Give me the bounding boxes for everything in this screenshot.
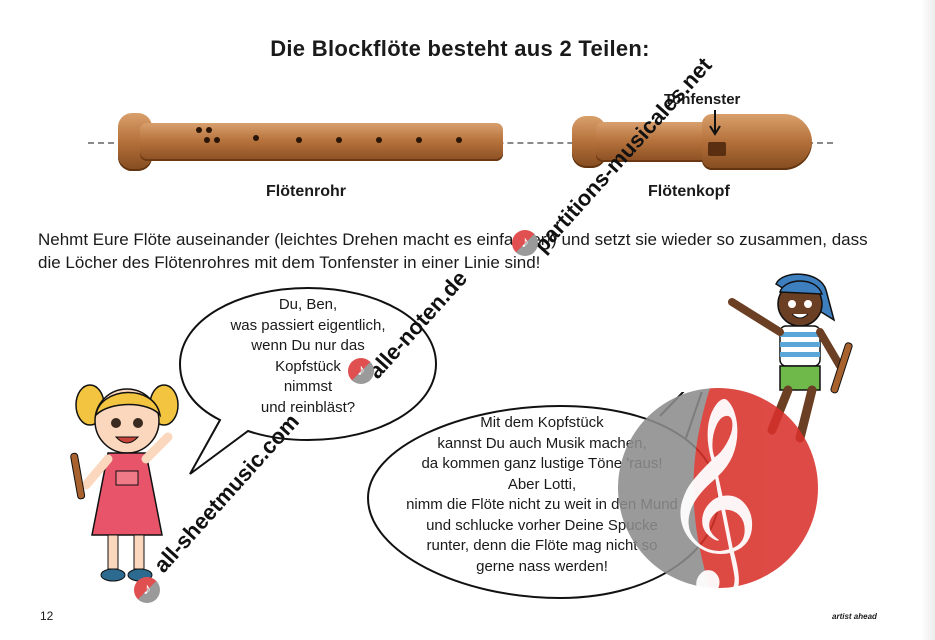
watermark-logo-icon: ♪ [134,577,160,603]
bubble-right-line: Mit dem Kopfstück [480,414,604,431]
down-arrow-icon [709,110,721,136]
bubble-right-line: nimm die Flöte nicht zu weit in den Mund [406,496,678,513]
bubble-right-line: gerne nass werden! [476,557,608,575]
bubble-right-line: und schlucke vorher Deine Spucke [426,516,658,534]
recorder-body-tube [140,123,503,161]
bubble-left-line: nimmst [283,378,333,395]
bubble-right-line: kannst Du auch Musik machen, [437,434,647,452]
bubble-right-line: Aber Lotti, [507,475,577,493]
finger-hole-icon [376,137,382,143]
floetenrohr-label: Flötenrohr [266,183,346,200]
finger-hole-icon [196,127,202,133]
treble-clef-watermark-icon [618,388,818,588]
bubble-right-line: da kommen ganz lustige Töne 'raus! [421,455,663,472]
recorder-head-tube [596,122,716,162]
recorder-body-illustration [118,113,503,171]
floetenkopf-label: Flötenkopf [648,183,730,200]
tonfenster-window-icon [708,142,726,156]
treble-clef-icon: 𝄞 [660,395,761,593]
bubble-left-line: Kopfstück [275,357,341,375]
publisher-logo-text: artist ahead [832,612,877,621]
speech-bubble-left-text: Du, Ben, was passiert eigentlich, wenn D… [190,295,426,418]
finger-hole-icon [416,137,422,143]
bubble-left-line: was passiert eigentlich, [230,316,386,334]
girl-lotti-illustration [70,384,179,582]
finger-hole-icon [253,135,259,141]
boy-ben-illustration [728,273,853,443]
instruction-text: Nehmt Eure Flöte auseinander (leichtes D… [38,230,868,272]
recorder-head-illustration [572,112,812,172]
speech-bubble-left [178,286,438,475]
finger-hole-icon [456,137,462,143]
watermark-logo-icon: ♪ [512,230,538,256]
bubble-left-line: wenn Du nur das [251,337,365,354]
finger-hole-icon [214,137,220,143]
page-edge-shadow [921,0,935,640]
bubble-right-line: runter, denn die Flöte mag nicht so [426,537,658,554]
page-title: Die Blockflöte besteht aus 2 Teilen: [270,36,650,61]
watermark-logo-icon: ♪ [348,358,374,384]
speech-bubble-right-text: Mit dem Kopfstück kannst Du auch Musik m… [362,413,722,577]
finger-hole-icon [296,137,302,143]
bubble-left-line: Du, Ben, [278,296,338,313]
finger-hole-icon [336,137,342,143]
tonfenster-label: Tonfenster [664,91,741,108]
page-number: 12 [40,609,54,623]
finger-hole-icon [204,137,210,143]
bubble-left-line: und reinbläst? [260,398,356,416]
finger-hole-icon [206,127,212,133]
